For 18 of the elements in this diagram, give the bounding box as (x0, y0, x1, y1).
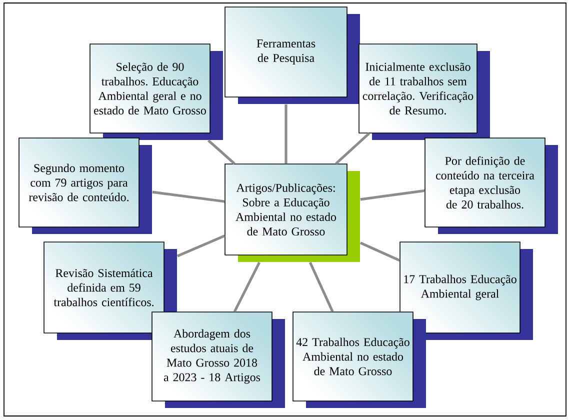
connector-line (233, 262, 261, 312)
text-box: Inicialmente exclusão de 11 trabalhos sem correlação. Verificação de Resumo. (358, 44, 490, 140)
connector-line (207, 139, 236, 165)
text-box: Abordagem dos estudos atuais de Mato Grosso 2018 a 2023 - 18 Artigos (152, 312, 285, 408)
text-box: Seleção de 90 trabalhos. Educação Ambiental geral e no estado de Mato Grosso (90, 44, 223, 140)
connector-line (360, 242, 400, 262)
connector-line (284, 104, 288, 164)
connector-line (360, 189, 425, 201)
text-box: Ferramentas de Pesquisa (224, 6, 360, 104)
connector-line (176, 234, 226, 258)
text-box: Por definição de conteúdo na terceira etapa exclusão de 20 trabalhos. (424, 138, 558, 234)
connector-line (308, 262, 334, 312)
text-box: 42 Trabalhos Educação Ambiental no estado de Mato Grosso (292, 312, 426, 408)
connector-line (335, 132, 370, 165)
connector-line (152, 190, 225, 203)
hub-box: Artigos/Publicações: Sobre a Educação Ambiental no estado de Mato Grosso (224, 164, 360, 262)
text-box: 17 Trabalhos Educação Ambiental geral (400, 242, 533, 340)
text-box: Segundo momento com 79 artigos para revisão de conteúdo. (18, 138, 152, 234)
